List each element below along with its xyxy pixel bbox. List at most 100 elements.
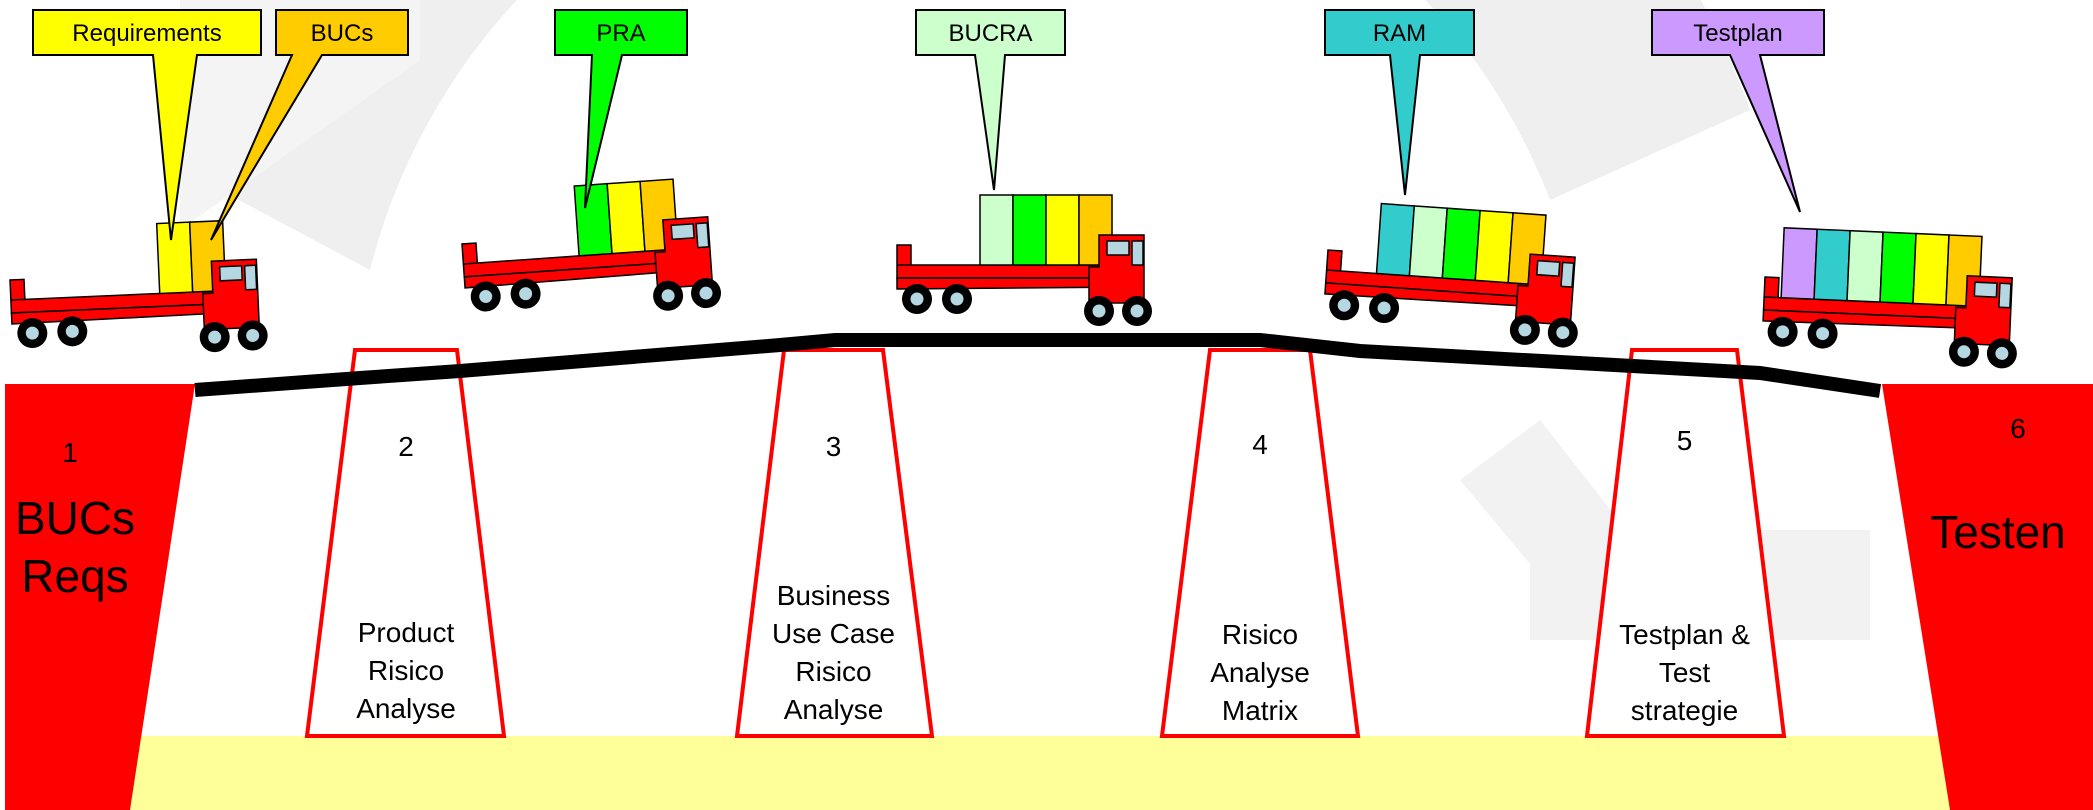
- cargo-container-yellow: [1045, 194, 1080, 266]
- pillar-shape: [1584, 348, 1787, 738]
- cargo-container-purple: [1780, 227, 1818, 300]
- cab-window-side: [1131, 240, 1144, 266]
- truck-5: [1762, 227, 2017, 369]
- cab-window: [218, 265, 243, 282]
- cab-window-side: [1998, 282, 2012, 309]
- callout-pra: PRA: [554, 9, 688, 209]
- cargo-container-green: [1441, 207, 1481, 282]
- callout-bubble: [32, 9, 262, 241]
- cargo-container-green: [1012, 194, 1047, 266]
- callout-label: RAM: [1373, 20, 1426, 47]
- wheel-hub: [24, 325, 40, 341]
- abutment-label-testen: Testen: [1930, 506, 2066, 558]
- callout-testplan: Testplan: [1651, 9, 1825, 213]
- wheel-hub: [698, 285, 714, 301]
- pillar-label-line: Risico: [795, 656, 871, 687]
- pillar-number: 4: [1252, 429, 1268, 460]
- cargo-container-yellow: [1912, 232, 1950, 306]
- abutment-label-line1: BUCs: [15, 492, 135, 544]
- abutment-number-6: 6: [2010, 413, 2026, 444]
- pillar-number: 5: [1677, 425, 1693, 456]
- wheel-hub: [1376, 300, 1392, 316]
- wheel-hub: [1517, 322, 1533, 338]
- cab-window-side: [243, 264, 258, 291]
- wheel-hub: [1091, 303, 1107, 319]
- callout-label: BUCs: [311, 20, 374, 47]
- cargo-container-teal: [1813, 228, 1851, 302]
- callout-requirements: Requirements: [32, 9, 262, 241]
- callout-bubble: [915, 9, 1066, 191]
- wheel-hub: [1775, 324, 1791, 340]
- bridge-deck: [194, 333, 1882, 398]
- cab-window: [1106, 240, 1130, 256]
- cab-window-side: [695, 222, 710, 249]
- wheel-hub: [1555, 325, 1571, 341]
- pillar-label-line: Risico: [368, 655, 444, 686]
- pillar-label-line: Product: [358, 617, 455, 648]
- pillar-label-line: Matrix: [1222, 695, 1298, 726]
- wheel-hub: [1336, 297, 1352, 313]
- callout-bubble: [1651, 9, 1825, 213]
- cargo-container-yellow: [1474, 209, 1514, 284]
- truck-4: [1324, 202, 1578, 348]
- callouts: Requirements BUCs PRA BUCRA RAM Testplan: [32, 9, 1825, 241]
- callout-bubble: [554, 9, 688, 209]
- pillar-number: 2: [398, 431, 414, 462]
- cargo-container-mint: [1846, 229, 1884, 303]
- callout-label: Testplan: [1693, 20, 1782, 47]
- wheel-hub: [949, 291, 965, 307]
- sand-ground: [130, 736, 1950, 810]
- pillar-label-line: Business: [777, 580, 891, 611]
- pillar-label-line: Test: [1659, 657, 1711, 688]
- cab-window-side: [1560, 261, 1575, 288]
- callout-bucra: BUCRA: [915, 9, 1066, 191]
- callout-bubble: [210, 9, 409, 241]
- wheel-hub: [207, 329, 223, 345]
- wheel-hub: [1815, 326, 1831, 342]
- pillar-label-line: Use Case: [772, 618, 895, 649]
- callout-bucs: BUCs: [210, 9, 409, 241]
- cargo-container-yellow: [155, 221, 194, 295]
- wheel-hub: [1129, 303, 1145, 319]
- cargo-container-mint: [1408, 205, 1449, 279]
- pillar-label-line: Analyse: [784, 694, 884, 725]
- pillar-shape: [304, 348, 507, 738]
- wheel-hub: [1956, 344, 1972, 360]
- callout-label: PRA: [596, 20, 645, 47]
- cargo-container-green: [573, 182, 613, 257]
- abutment-label-line2: Reqs: [21, 550, 128, 602]
- wheel-hub: [660, 288, 676, 304]
- cargo-container-teal: [1375, 202, 1416, 277]
- wheel-hub: [518, 286, 534, 302]
- pillar-label-line: Risico: [1222, 619, 1298, 650]
- cargo-container-green: [1879, 231, 1917, 305]
- wheel-hub: [909, 291, 925, 307]
- pillar-shape: [734, 348, 935, 738]
- truck-2: [461, 178, 722, 312]
- cab-window: [1973, 281, 1998, 298]
- truck-3: [896, 194, 1152, 326]
- trucks: [9, 178, 2017, 369]
- cab-window: [670, 223, 695, 241]
- right-abutment: 6 Testen: [1882, 384, 2093, 810]
- pillar-label-line: Analyse: [356, 693, 456, 724]
- wheel-hub: [64, 323, 80, 339]
- wheel-hub: [1994, 345, 2010, 361]
- callout-label: BUCRA: [948, 20, 1032, 47]
- pillar-label-line: Analyse: [1210, 657, 1310, 688]
- pillar-number: 3: [826, 431, 842, 462]
- wheel-hub: [245, 327, 261, 343]
- pillar-label-line: Testplan &: [1619, 619, 1750, 650]
- cab-window: [1535, 259, 1561, 277]
- callout-bubble: [1324, 9, 1475, 196]
- cargo-container-mint: [979, 194, 1014, 266]
